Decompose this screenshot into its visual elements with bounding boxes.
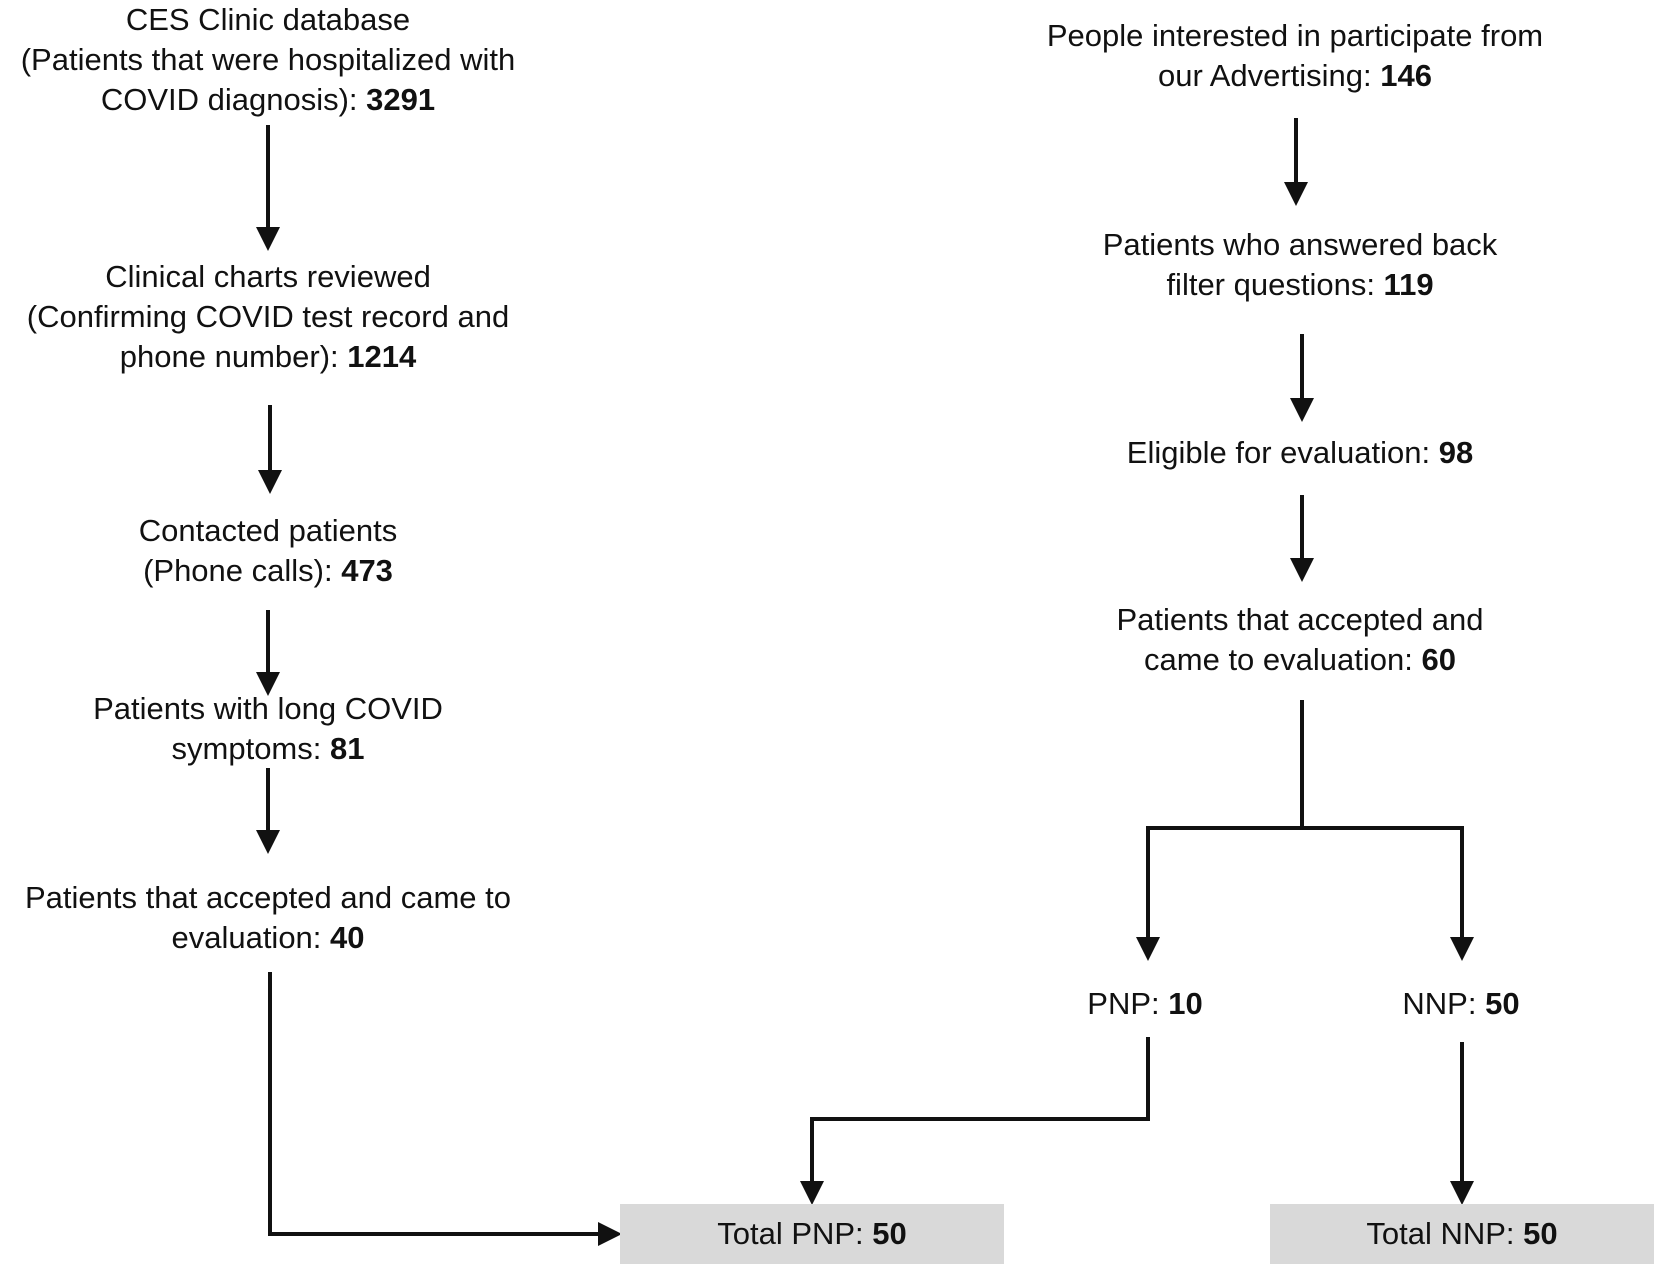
node-line: (Patients that were hospitalized with — [20, 42, 516, 77]
count-value: 119 — [1383, 267, 1434, 302]
node-right-accepted: Patients that accepted and came to evalu… — [1000, 600, 1600, 680]
total-count: 50 — [872, 1216, 907, 1251]
node-line: filter questions: — [1166, 267, 1384, 302]
total-count: 50 — [1523, 1216, 1558, 1251]
count-value: 98 — [1438, 435, 1474, 470]
count-value: 10 — [1168, 986, 1203, 1021]
node-charts-reviewed: Clinical charts reviewed (Confirming COV… — [0, 257, 536, 377]
node-line: symptoms: — [171, 731, 330, 766]
node-line: Patients that accepted and came to — [25, 880, 511, 915]
node-line: Eligible for evaluation: — [1126, 435, 1439, 470]
node-line: Clinical charts reviewed — [105, 259, 431, 294]
node-line: Patients who answered back — [1102, 227, 1498, 262]
node-line: our Advertising: — [1157, 58, 1381, 93]
node-advertising-interested: People interested in participate from ou… — [1000, 16, 1590, 96]
total-pnp-box: Total PNP: 50 — [620, 1204, 1004, 1264]
node-line: (Confirming COVID test record and — [26, 299, 510, 334]
count-value: 60 — [1421, 642, 1456, 677]
node-contacted-patients: Contacted patients (Phone calls): 473 — [0, 511, 536, 591]
count-value: 1214 — [347, 339, 417, 374]
node-pnp: PNP: 10 — [1050, 984, 1240, 1024]
arrow-split-to-nnp — [1302, 826, 1474, 961]
node-line: Contacted patients — [138, 513, 398, 548]
node-line: PNP: — [1087, 986, 1169, 1021]
node-line: came to evaluation: — [1144, 642, 1422, 677]
count-value: 40 — [330, 920, 365, 955]
node-eligible: Eligible for evaluation: 98 — [1000, 433, 1600, 473]
count-value: 146 — [1380, 58, 1433, 93]
arrow-pnp-to-total-pnp — [800, 1037, 1150, 1205]
total-nnp-box: Total NNP: 50 — [1270, 1204, 1654, 1264]
node-answered-filter: Patients who answered back filter questi… — [1000, 225, 1600, 305]
arrow-split-to-pnp — [1136, 826, 1302, 961]
count-value: 473 — [341, 553, 393, 588]
node-line: COVID diagnosis): — [100, 82, 367, 117]
node-line: CES Clinic database — [125, 2, 411, 37]
total-label: Total PNP: — [717, 1216, 873, 1251]
node-left-accepted: Patients that accepted and came to evalu… — [0, 878, 536, 958]
node-line: NNP: — [1402, 986, 1486, 1021]
node-line: People interested in participate from — [1046, 18, 1544, 53]
count-value: 81 — [329, 731, 365, 766]
count-value: 3291 — [366, 82, 436, 117]
node-line: evaluation: — [171, 920, 331, 955]
arrow-accepted-to-total-pnp — [268, 972, 622, 1246]
node-line: Patients that accepted and — [1116, 602, 1484, 637]
node-line: (Phone calls): — [143, 553, 342, 588]
node-line: phone number): — [119, 339, 348, 374]
node-line: Patients with long COVID — [93, 691, 443, 726]
total-label: Total NNP: — [1366, 1216, 1524, 1251]
node-long-covid: Patients with long COVID symptoms: 81 — [0, 689, 536, 769]
count-value: 50 — [1485, 986, 1520, 1021]
node-nnp: NNP: 50 — [1366, 984, 1556, 1024]
node-clinic-database: CES Clinic database (Patients that were … — [0, 0, 536, 120]
